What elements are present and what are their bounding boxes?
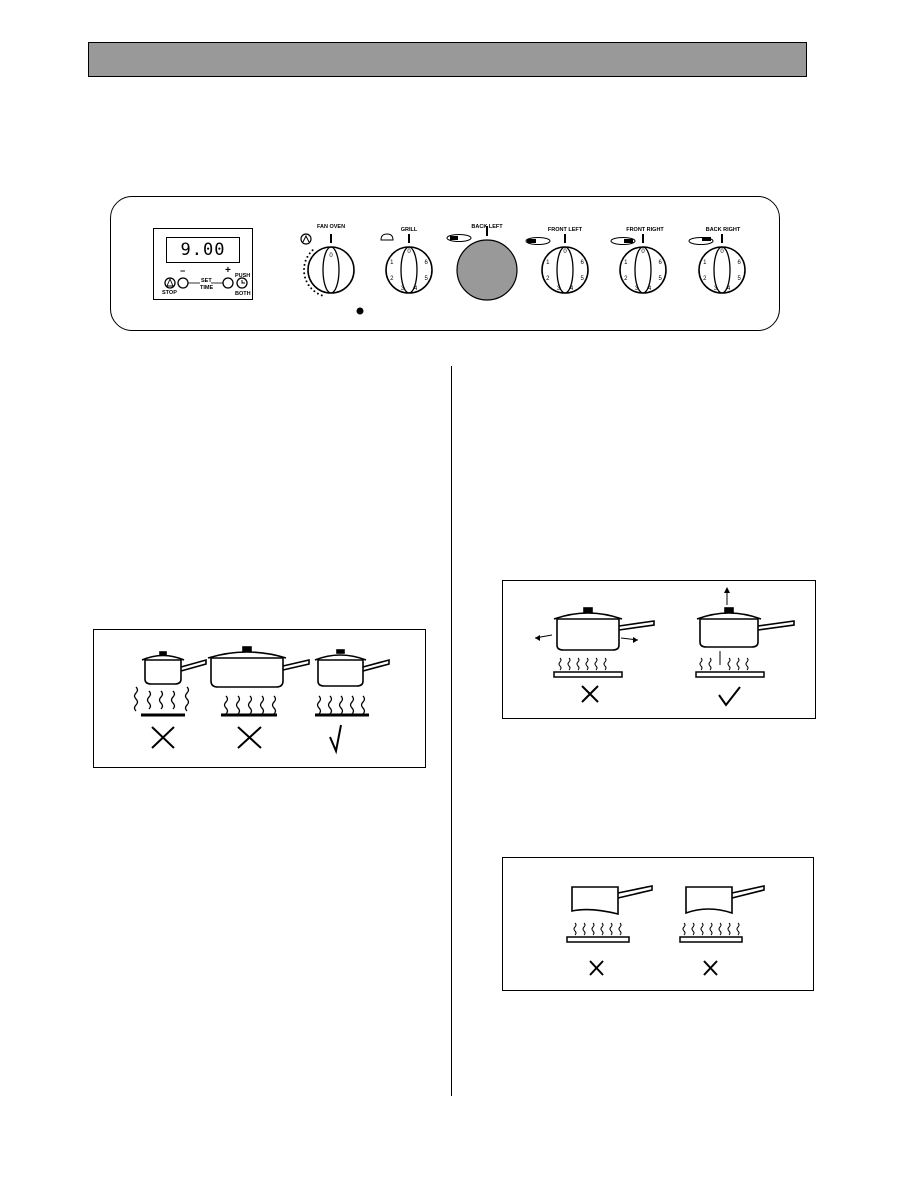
knob-label-grill: GRILL [400,227,418,233]
check-icon [718,686,741,707]
knob-label-fan-oven: FAN OVEN [316,224,346,230]
knob-label-front-left: FRONT LEFT [547,227,583,233]
knob-label-front-right: FRONT RIGHT [626,227,664,233]
cross-icon [581,685,599,703]
pan-size-illustration [133,646,390,755]
pan-correct-size [314,649,390,687]
check-icon [329,724,342,755]
lift-pan-illustration [534,587,795,707]
minus-symbol: − [180,266,186,276]
control-panel [110,196,780,331]
knob-label-back-left: BACK LEFT [471,224,503,230]
pan-size-figure [93,629,426,768]
column-divider [451,366,452,1096]
section-header-bar [88,42,807,77]
cross-icon [703,960,718,976]
cross-icon [151,726,175,749]
push-label: PUSH [235,273,251,279]
stop-label: STOP [162,290,177,296]
pan-lifted [696,607,795,648]
time-label: TIME [200,285,214,291]
pan-sliding [553,607,655,651]
pan-too-large [207,646,310,688]
both-label: BOTH [235,291,251,297]
pan-base-illustration [566,885,765,976]
pan-convex-base [571,885,653,916]
pan-too-small [141,651,207,685]
cross-icon [589,960,604,976]
electronic-timer [153,228,253,300]
plus-symbol: + [225,265,231,276]
lift-pan-figure [502,580,816,719]
cross-icon [237,726,262,749]
pan-base-figure [502,857,814,991]
pan-concave-base [685,885,765,915]
set-label: SET [201,278,212,284]
knob-label-back-right: BACK RIGHT [705,227,741,233]
timer-display: 9.00 [166,237,240,263]
